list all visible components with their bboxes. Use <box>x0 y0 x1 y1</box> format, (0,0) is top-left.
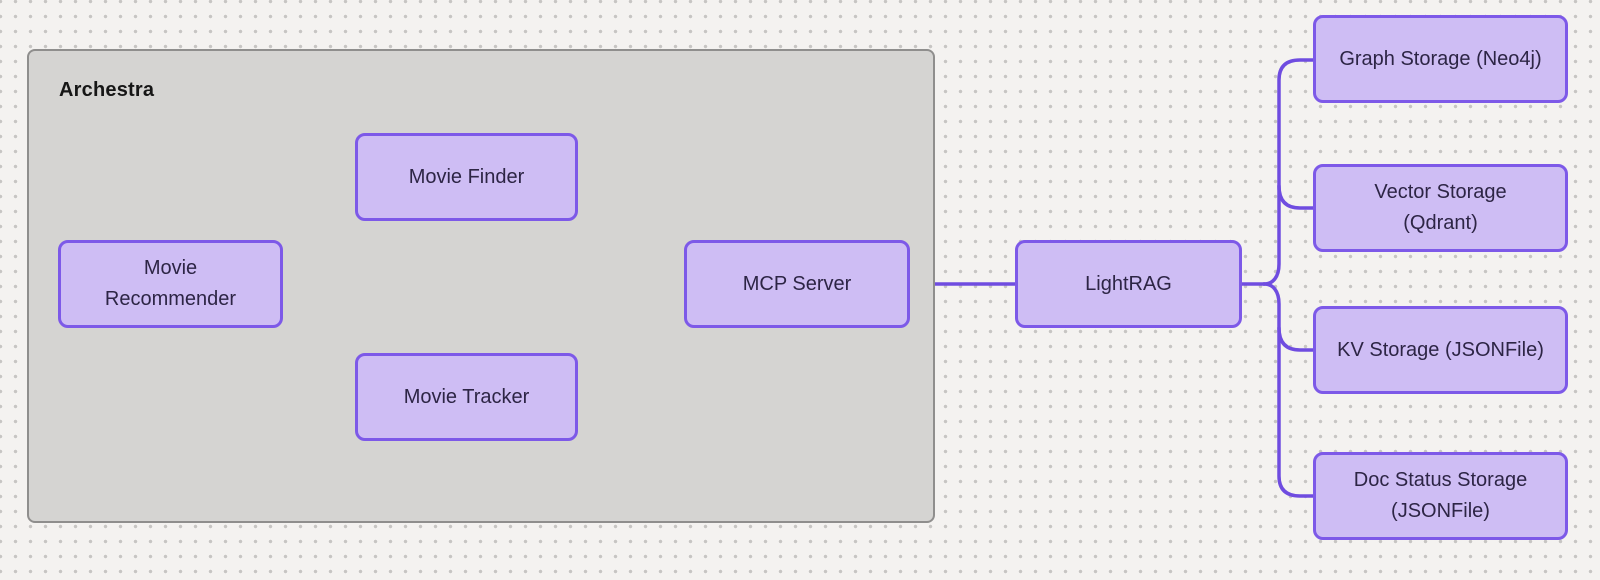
node-kv-storage: KV Storage (JSONFile) <box>1313 306 1568 394</box>
node-mcp-server: MCP Server <box>684 240 910 328</box>
node-movie-recommender: Movie Recommender <box>58 240 283 328</box>
node-movie-recommender-label: Movie Recommender <box>104 257 237 310</box>
node-doc-status-storage: Doc Status Storage (JSONFile) <box>1313 452 1568 540</box>
edge-lightrag-kv-storage <box>1277 326 1315 352</box>
node-lightrag-label: LightRAG <box>1085 272 1172 295</box>
container-archestra-label: Archestra <box>59 79 155 101</box>
node-lightrag: LightRAG <box>1015 240 1242 328</box>
edge-lightrag-doc-status-storage <box>1262 282 1315 498</box>
node-vector-storage: Vector Storage (Qdrant) <box>1313 164 1568 252</box>
node-kv-storage-label: KV Storage (JSONFile) <box>1337 338 1544 361</box>
node-graph-storage: Graph Storage (Neo4j) <box>1313 15 1568 103</box>
edge-lightrag-vector-storage <box>1277 184 1315 210</box>
node-movie-finder-label: Movie Finder <box>408 165 525 188</box>
node-doc-status-storage-label: Doc Status Storage (JSONFile) <box>1353 469 1528 522</box>
node-movie-finder: Movie Finder <box>355 133 578 221</box>
node-movie-tracker: Movie Tracker <box>355 353 578 441</box>
node-graph-storage-label: Graph Storage (Neo4j) <box>1339 47 1542 70</box>
node-mcp-server-label: MCP Server <box>742 272 852 295</box>
edge-lightrag-graph-storage <box>1262 58 1315 286</box>
node-movie-tracker-label: Movie Tracker <box>403 385 530 408</box>
node-vector-storage-label: Vector Storage (Qdrant) <box>1374 181 1507 234</box>
